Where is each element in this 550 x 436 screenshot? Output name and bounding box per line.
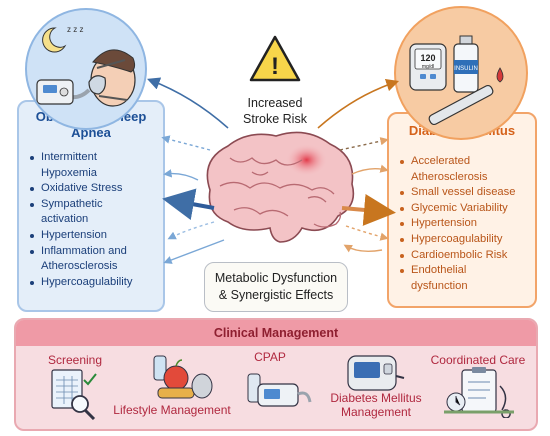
list-item: Intermittent xyxy=(29,150,165,166)
list-item: Hypercoagulability xyxy=(29,275,165,291)
svg-text:!: ! xyxy=(271,53,279,80)
relation-arrows xyxy=(147,77,400,264)
synergy-box: Metabolic Dysfunction & Synergistic Effe… xyxy=(204,262,348,312)
dm-management-line1: Diabetes Mellitus xyxy=(330,391,422,405)
list-item: Hypoxemia xyxy=(41,166,97,179)
dm-illustration: 120 mg/dl INSULIN xyxy=(394,6,528,140)
dm-panel: Diabetes Mellitus Accelerated Atheroscle… xyxy=(387,112,537,308)
list-item: Atherosclerosis xyxy=(411,170,488,183)
synergy-line1: Metabolic Dysfunction xyxy=(214,271,338,285)
insulin-label: INSULIN xyxy=(454,66,478,72)
lifestyle-label: Lifestyle Management xyxy=(113,403,231,417)
list-item: activation xyxy=(41,213,89,226)
brain-icon xyxy=(206,131,355,243)
list-item: Hypertension xyxy=(399,216,539,232)
cpap-label: CPAP xyxy=(254,350,286,364)
list-item: Hypercoagulability xyxy=(399,232,539,248)
stroke-risk-line2: Stroke Risk xyxy=(243,112,307,126)
glucometer-insulin-icon: 120 mg/dl INSULIN xyxy=(409,35,504,126)
list-item: Cardioembolic Risk xyxy=(399,248,539,264)
list-item: Glycemic Variability xyxy=(399,201,539,217)
dm-mechanism-list: Accelerated Atherosclerosis Small vessel… xyxy=(399,154,539,294)
cpap-machine-icon xyxy=(247,373,312,407)
coordinated-care-label: Coordinated Care xyxy=(430,353,526,367)
dm-management-line2: Management xyxy=(340,405,412,419)
stroke-risk-line1: Increased xyxy=(247,96,303,110)
glucometer-icon xyxy=(347,355,405,391)
osa-illustration: z z z xyxy=(25,8,147,130)
list-item: Oxidative Stress xyxy=(29,181,165,197)
list-item: Endothelial xyxy=(399,263,539,279)
clinical-management-title: Clinical Management xyxy=(16,320,536,346)
list-item: Atherosclerosis xyxy=(41,260,118,273)
moon-icon xyxy=(42,27,67,53)
warning-icon: ! xyxy=(249,35,301,82)
osa-mechanism-list: Intermittent Hypoxemia Oxidative Stress … xyxy=(29,150,165,290)
list-item: Sympathetic xyxy=(29,197,165,213)
list-item: Accelerated xyxy=(399,154,539,170)
dm-management-label: Diabetes Mellitus Management xyxy=(326,391,426,419)
screening-label: Screening xyxy=(47,353,103,367)
glucose-unit: mg/dl xyxy=(422,64,434,70)
blood-drop-icon xyxy=(496,67,504,83)
sleeping-person-cpap-icon: z z z xyxy=(36,25,136,107)
glucose-value: 120 xyxy=(420,53,435,63)
stroke-risk-label: Increased Stroke Risk xyxy=(225,95,325,127)
list-item: Hypertension xyxy=(29,228,165,244)
list-item: dysfunction xyxy=(411,279,468,292)
synergy-line2: & Synergistic Effects xyxy=(218,288,334,302)
list-item: Inflammation and xyxy=(29,244,165,260)
list-item: Small vessel disease xyxy=(399,185,539,201)
screening-icon xyxy=(51,369,97,420)
coordinated-care-icon xyxy=(444,367,514,418)
sleep-z-icon: z z z xyxy=(67,25,83,34)
lifestyle-icon xyxy=(153,355,213,399)
